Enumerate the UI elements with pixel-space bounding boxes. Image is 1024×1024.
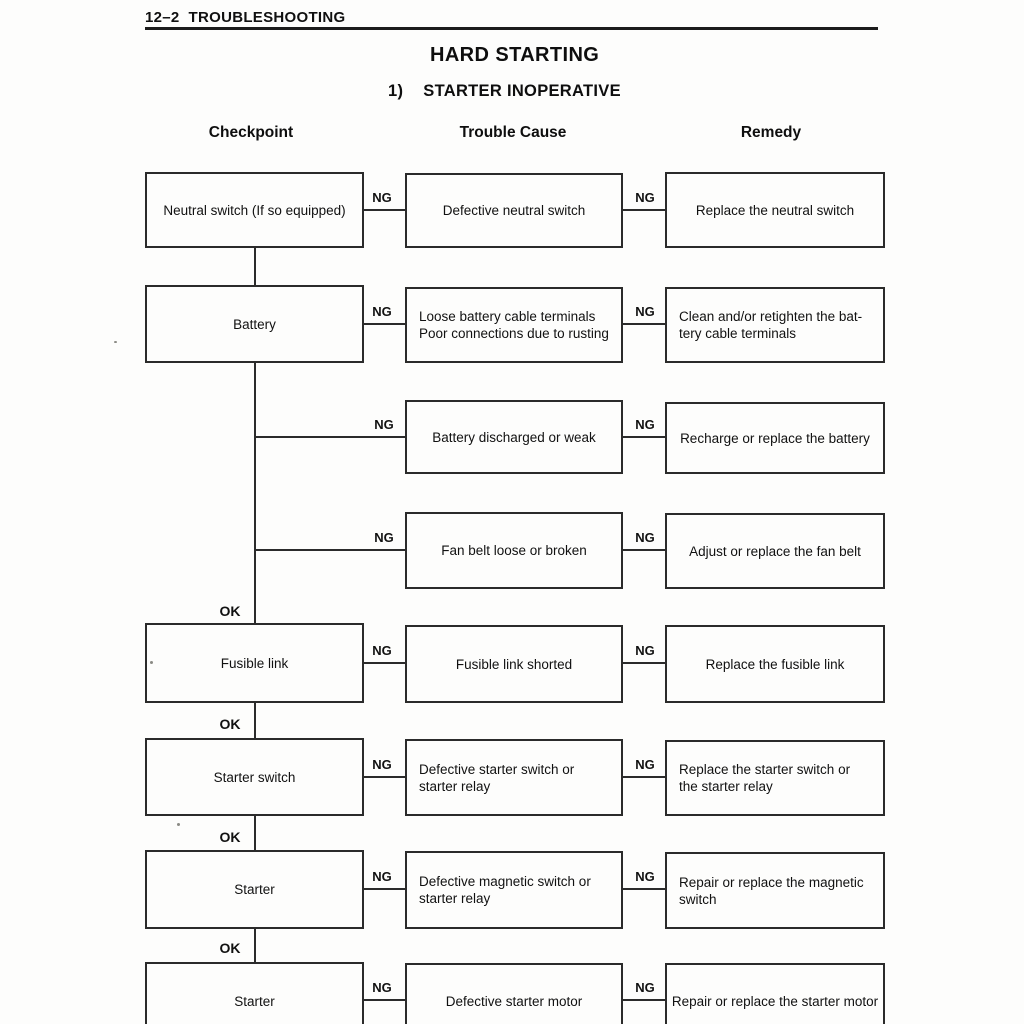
ng-label: NG <box>635 757 655 772</box>
remedy-box-row6: Replace the starter switch or the starte… <box>665 740 885 816</box>
ng-label: NG <box>635 530 655 545</box>
checkpoint-text: Starter <box>234 993 275 1009</box>
remedy-text: Adjust or replace the fan belt <box>689 543 861 559</box>
remedy-text: Replace the starter switch or the starte… <box>679 762 851 794</box>
checkpoint-text: Battery <box>233 316 276 332</box>
ng-label: NG <box>372 643 392 658</box>
connector-vline <box>254 816 256 850</box>
connector-hline <box>623 999 665 1001</box>
connector-hline <box>364 209 405 211</box>
trouble-box-row8: Defective starter motor <box>405 963 623 1024</box>
trouble-box-row6: Defective starter switch or starter rela… <box>405 739 623 816</box>
ng-label: NG <box>635 869 655 884</box>
ng-label: NG <box>372 980 392 995</box>
trouble-box-row1: Defective neutral switch <box>405 173 623 248</box>
connector-hline <box>623 776 665 778</box>
scan-speck <box>114 341 117 343</box>
page-title: HARD STARTING <box>430 44 600 66</box>
trouble-text: Defective magnetic switch or starter rel… <box>419 874 591 906</box>
column-header-trouble-cause: Trouble Cause <box>459 124 567 141</box>
trouble-text: Loose battery cable terminals Poor conne… <box>419 309 609 341</box>
connector-hline <box>623 323 665 325</box>
scan-speck <box>177 823 180 826</box>
ok-label: OK <box>219 829 241 845</box>
connector-hline <box>364 323 405 325</box>
ng-label: NG <box>635 417 655 432</box>
ng-label: NG <box>635 980 655 995</box>
section-number: 1) <box>388 82 404 100</box>
ok-label: OK <box>219 940 241 956</box>
remedy-box-row5: Replace the fusible link <box>665 625 885 703</box>
checkpoint-box-row1: Neutral switch (If so equipped) <box>145 172 364 248</box>
connector-hline <box>254 436 405 438</box>
remedy-box-row4: Adjust or replace the fan belt <box>665 513 885 589</box>
trouble-box-row2: Loose battery cable terminals Poor conne… <box>405 287 623 363</box>
remedy-box-row3: Recharge or replace the battery <box>665 402 885 474</box>
ng-label: NG <box>372 757 392 772</box>
scan-speck <box>150 661 153 664</box>
ng-label: NG <box>374 530 394 545</box>
remedy-text: Recharge or replace the battery <box>680 430 870 446</box>
connector-hline <box>364 776 405 778</box>
remedy-text: Clean and/or retighten the bat- tery cab… <box>679 309 863 341</box>
remedy-box-row7: Repair or replace the magnetic switch <box>665 852 885 929</box>
ng-label: NG <box>372 869 392 884</box>
remedy-box-row8: Repair or replace the starter motor <box>665 963 885 1024</box>
connector-hline <box>623 549 665 551</box>
trouble-box-row4: Fan belt loose or broken <box>405 512 623 589</box>
ok-label: OK <box>219 716 241 732</box>
trouble-box-row7: Defective magnetic switch or starter rel… <box>405 851 623 929</box>
ng-label: NG <box>635 304 655 319</box>
checkpoint-box-row8: Starter <box>145 962 364 1024</box>
checkpoint-text: Neutral switch (If so equipped) <box>163 202 346 218</box>
page-header: 12–2 TROUBLESHOOTING <box>145 9 346 26</box>
trouble-text: Fan belt loose or broken <box>441 543 587 558</box>
ng-label: NG <box>635 190 655 205</box>
remedy-text: Repair or replace the magnetic switch <box>679 874 864 907</box>
ng-label: NG <box>372 304 392 319</box>
connector-hline <box>623 888 665 890</box>
remedy-box-row1: Replace the neutral switch <box>665 172 885 248</box>
ng-label: NG <box>372 190 392 205</box>
trouble-box-row3: Battery discharged or weak <box>405 400 623 474</box>
section-title-text: STARTER INOPERATIVE <box>423 82 621 100</box>
connector-vline <box>254 248 256 285</box>
connector-vline <box>254 363 256 623</box>
checkpoint-box-row2: Battery <box>145 285 364 363</box>
checkpoint-text: Fusible link <box>220 655 289 671</box>
checkpoint-text: Starter <box>234 882 275 897</box>
connector-hline <box>623 436 665 438</box>
ng-label: NG <box>635 643 655 658</box>
checkpoint-text: Starter switch <box>213 769 296 785</box>
header-rule <box>145 27 878 30</box>
remedy-text: Repair or replace the starter motor <box>671 994 879 1009</box>
trouble-text: Battery discharged or weak <box>432 429 596 445</box>
remedy-text: Replace the neutral switch <box>695 202 855 218</box>
trouble-text: Defective starter switch or starter rela… <box>419 761 575 794</box>
connector-hline <box>623 662 665 664</box>
trouble-box-row5: Fusible link shorted <box>405 625 623 703</box>
connector-hline <box>364 662 405 664</box>
connector-hline <box>364 888 405 890</box>
connector-vline <box>254 929 256 962</box>
column-header-checkpoint: Checkpoint <box>208 124 294 141</box>
column-header-remedy: Remedy <box>740 124 802 141</box>
connector-hline <box>364 999 405 1001</box>
checkpoint-box-row6: Starter switch <box>145 738 364 816</box>
section-title: 1) STARTER INOPERATIVE <box>388 82 621 101</box>
ok-label: OK <box>219 603 241 619</box>
checkpoint-box-row5: Fusible link <box>145 623 364 703</box>
remedy-box-row2: Clean and/or retighten the bat- tery cab… <box>665 287 885 363</box>
ng-label: NG <box>374 417 394 432</box>
remedy-text: Replace the fusible link <box>705 656 845 672</box>
trouble-text: Defective neutral switch <box>442 203 586 218</box>
connector-hline <box>254 549 405 551</box>
connector-hline <box>623 209 665 211</box>
trouble-text: Defective starter motor <box>445 994 583 1009</box>
checkpoint-box-row7: Starter <box>145 850 364 929</box>
connector-vline <box>254 703 256 738</box>
trouble-text: Fusible link shorted <box>455 656 573 672</box>
